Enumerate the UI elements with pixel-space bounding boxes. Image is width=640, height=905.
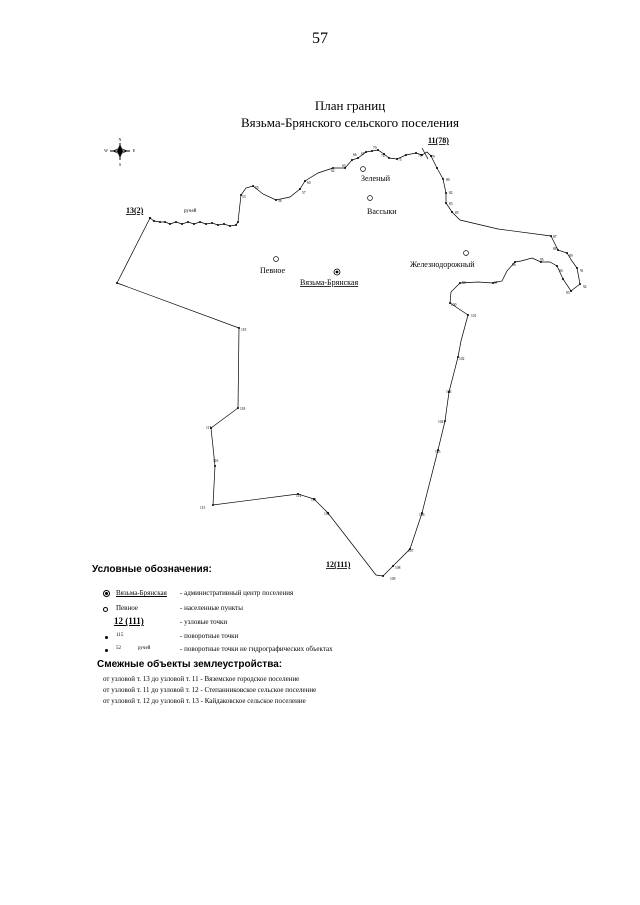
point-label-88: 88: [553, 247, 557, 251]
point-label-97: 97: [494, 281, 498, 285]
legend-admin-desc: - административный центр поселения: [180, 589, 294, 597]
settlement-zeleny: Зеленый: [361, 174, 391, 183]
legend-row-settlement: Певное - населенные пункты: [100, 604, 420, 616]
turning-point-icon: [105, 636, 108, 639]
point-label-55: 55: [255, 186, 259, 190]
settlement-pevnoe: Певное: [260, 266, 285, 275]
page-number: 57: [312, 30, 328, 47]
compass-w: W: [104, 148, 108, 153]
point-label-80: 80: [446, 178, 450, 182]
admin-center-icon: [103, 590, 110, 597]
point-label-93: 93: [566, 291, 570, 295]
compass-s: S: [119, 162, 121, 167]
legend-node-desc: - узловые точки: [180, 618, 228, 626]
point-label-62: 62: [331, 169, 335, 173]
legend-admin-label: Вязьма-Брянская: [116, 589, 167, 597]
point-label-74: 74: [381, 154, 385, 158]
point-label-109: 109: [390, 577, 396, 581]
point-label-92: 92: [583, 285, 587, 289]
legend-row-hydro: 52 ручей - поворотные точки не гидрограф…: [100, 645, 420, 657]
point-label-70: 70: [373, 146, 377, 150]
compass-rose-icon: N S W E: [104, 137, 136, 167]
settlement-zheleznodorozhny: Железнодорожный: [410, 260, 475, 269]
map-title-line-2: Вязьма-Брянского сельского поселения: [241, 115, 459, 130]
point-label-106: 106: [419, 513, 425, 517]
point-label-87: 87: [553, 235, 557, 239]
legend-hydro-label: ручей: [138, 646, 151, 651]
adjacent-row: от узловой т. 13 до узловой т. 11 - Вязе…: [103, 675, 300, 683]
point-labels: 55 53 56 57 60 62 63 66 67 70 74 75 78 7…: [200, 146, 587, 581]
point-label-83: 83: [449, 202, 453, 206]
point-label-67: 67: [361, 152, 365, 156]
adjacent-row: от узловой т. 12 до узловой т. 13 - Кайд…: [103, 697, 306, 705]
point-label-57: 57: [302, 191, 306, 195]
point-label-115: 115: [200, 506, 205, 510]
hydro-point-icon: [105, 649, 108, 652]
boundary-line: [116, 149, 581, 577]
point-label-63: 63: [342, 164, 346, 168]
point-label-102: 102: [459, 357, 465, 361]
legend-settlement-label: Певное: [116, 604, 138, 612]
point-label-104: 104: [438, 420, 444, 424]
point-label-79: 79: [431, 155, 435, 159]
legend-turn-label: 115: [116, 633, 124, 638]
legend-turn-desc: - поворотные точки: [180, 632, 239, 640]
adjacent-title: Смежные объекты землеустройства:: [97, 659, 283, 670]
settlement-admin-center: Вязьма-Брянская: [300, 278, 358, 287]
legend-row-node: 12 (111) - узловые точки: [100, 616, 420, 630]
settlement-icon: [103, 607, 108, 612]
compass-n: N: [119, 137, 122, 142]
point-label-117: 117: [206, 426, 211, 430]
legend-row-admin: Вязьма-Брянская - административный центр…: [100, 589, 420, 601]
settlement-vassyki: Вассыки: [367, 207, 397, 216]
point-label-112: 112: [324, 512, 329, 516]
point-label-56: 56: [278, 199, 282, 203]
point-label-105: 105: [435, 450, 441, 454]
node-label-13: 13(2): [126, 206, 144, 215]
point-label-75: 75: [398, 158, 402, 162]
turning-points: [116, 149, 581, 577]
point-label-101: 101: [471, 314, 477, 318]
point-label-108: 108: [395, 566, 401, 570]
legend-node-label: 12 (111): [114, 616, 144, 626]
point-label-119: 119: [241, 328, 246, 332]
point-label-99: 99: [462, 281, 466, 285]
stream-label: ручей: [184, 209, 197, 214]
point-label-82: 82: [449, 191, 453, 195]
map-title: План границ Вязьма-Брянского сельского п…: [200, 97, 500, 131]
point-label-85: 85: [455, 211, 459, 215]
point-label-95: 95: [540, 258, 544, 262]
legend-settlement-desc: - населенные пункты: [180, 604, 243, 612]
point-label-107: 107: [408, 549, 414, 553]
point-label-100: 100: [451, 303, 457, 307]
settlement-markers: [273, 166, 469, 276]
point-label-94: 94: [559, 269, 563, 273]
adjacent-row: от узловой т. 11 до узловой т. 12 - Степ…: [103, 686, 317, 694]
legend-title: Условные обозначения:: [92, 564, 212, 575]
legend-hydro-desc: - поворотные точки не гидрографических о…: [180, 645, 333, 653]
point-label-114: 114: [296, 494, 301, 498]
point-label-96: 96: [512, 263, 516, 267]
point-label-113: 113: [311, 498, 316, 502]
point-label-53: 53: [242, 195, 246, 199]
point-label-60: 60: [307, 181, 311, 185]
point-label-116: 116: [213, 459, 218, 463]
legend-hydro-num: 52: [116, 646, 121, 651]
point-label-66: 66: [353, 153, 357, 157]
point-label-91: 91: [580, 269, 584, 273]
legend-row-turn: 115 - поворотные точки: [100, 632, 420, 644]
point-label-78: 78: [418, 154, 422, 158]
node-label-12: 12(111): [326, 560, 351, 569]
point-label-89: 89: [569, 254, 573, 258]
point-label-103: 103: [446, 390, 452, 394]
point-label-118: 118: [240, 407, 245, 411]
node-label-11: 11(78): [428, 136, 449, 145]
compass-e: E: [133, 148, 136, 153]
map-title-line-1: План границ: [314, 98, 386, 113]
